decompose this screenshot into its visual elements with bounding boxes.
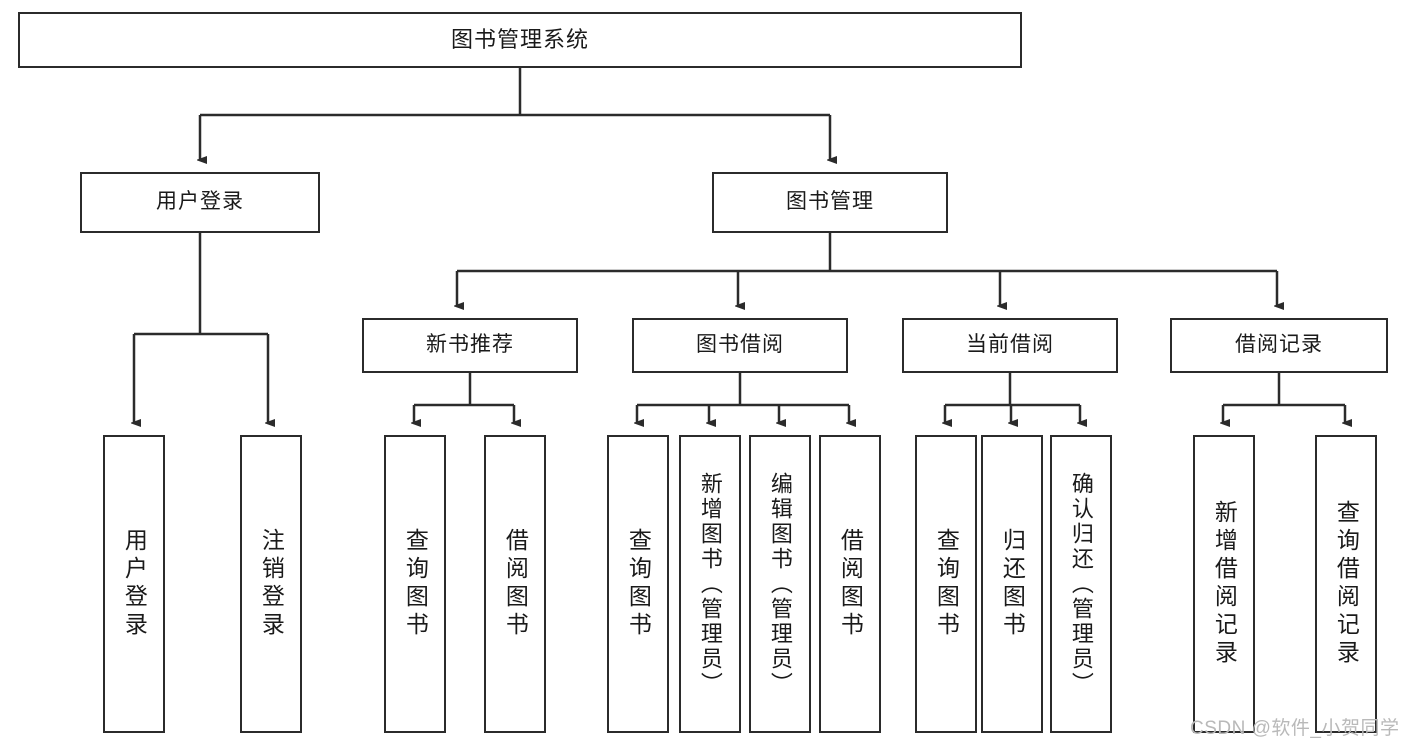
leaf-new-book-query[interactable]: 查询图书 (384, 435, 446, 733)
node-label: 查询图书 (933, 528, 960, 640)
leaf-borrow-record-query[interactable]: 查询借阅记录 (1315, 435, 1377, 733)
leaf-book-borrow-query[interactable]: 查询图书 (607, 435, 669, 733)
node-label: 图书管理 (786, 190, 874, 214)
node-label: 新书推荐 (426, 333, 514, 357)
leaf-user-login-logout[interactable]: 注销登录 (240, 435, 302, 733)
node-label: 注销登录 (258, 528, 285, 640)
leaf-current-borrow-confirm[interactable]: 确认归还（管理员） (1050, 435, 1112, 733)
node-book-management[interactable]: 图书管理 (712, 172, 948, 233)
leaf-book-borrow-edit[interactable]: 编辑图书（管理员） (749, 435, 811, 733)
node-label: 借阅图书 (502, 528, 529, 640)
node-borrow-record[interactable]: 借阅记录 (1170, 318, 1388, 373)
leaf-book-borrow-add[interactable]: 新增图书（管理员） (679, 435, 741, 733)
node-label: 借阅图书 (837, 528, 864, 640)
node-current-borrow[interactable]: 当前借阅 (902, 318, 1118, 373)
csdn-watermark: CSDN @软件_小贺同学 (1190, 718, 1400, 739)
node-label: 当前借阅 (966, 333, 1054, 357)
leaf-new-book-borrow[interactable]: 借阅图书 (484, 435, 546, 733)
node-label: 新增图书（管理员） (697, 471, 723, 697)
node-label: 借阅记录 (1235, 333, 1323, 357)
node-user-login[interactable]: 用户登录 (80, 172, 320, 233)
leaf-book-borrow-borrow[interactable]: 借阅图书 (819, 435, 881, 733)
node-label: 图书借阅 (696, 333, 784, 357)
leaf-user-login-login[interactable]: 用户登录 (103, 435, 165, 733)
leaf-current-borrow-return[interactable]: 归还图书 (981, 435, 1043, 733)
node-label: 新增借阅记录 (1211, 500, 1238, 668)
node-label: 用户登录 (121, 528, 148, 640)
node-label: 查询借阅记录 (1333, 500, 1360, 668)
node-new-book-recommend[interactable]: 新书推荐 (362, 318, 578, 373)
leaf-current-borrow-query[interactable]: 查询图书 (915, 435, 977, 733)
node-label: 查询图书 (402, 528, 429, 640)
node-label: 确认归还（管理员） (1068, 471, 1094, 697)
node-book-borrow[interactable]: 图书借阅 (632, 318, 848, 373)
node-root-system[interactable]: 图书管理系统 (18, 12, 1022, 68)
leaf-borrow-record-add[interactable]: 新增借阅记录 (1193, 435, 1255, 733)
node-label: 用户登录 (156, 190, 244, 214)
node-label: 编辑图书（管理员） (767, 471, 793, 697)
node-label: 图书管理系统 (450, 27, 589, 53)
node-label: 归还图书 (999, 528, 1026, 640)
node-label: 查询图书 (625, 528, 652, 640)
